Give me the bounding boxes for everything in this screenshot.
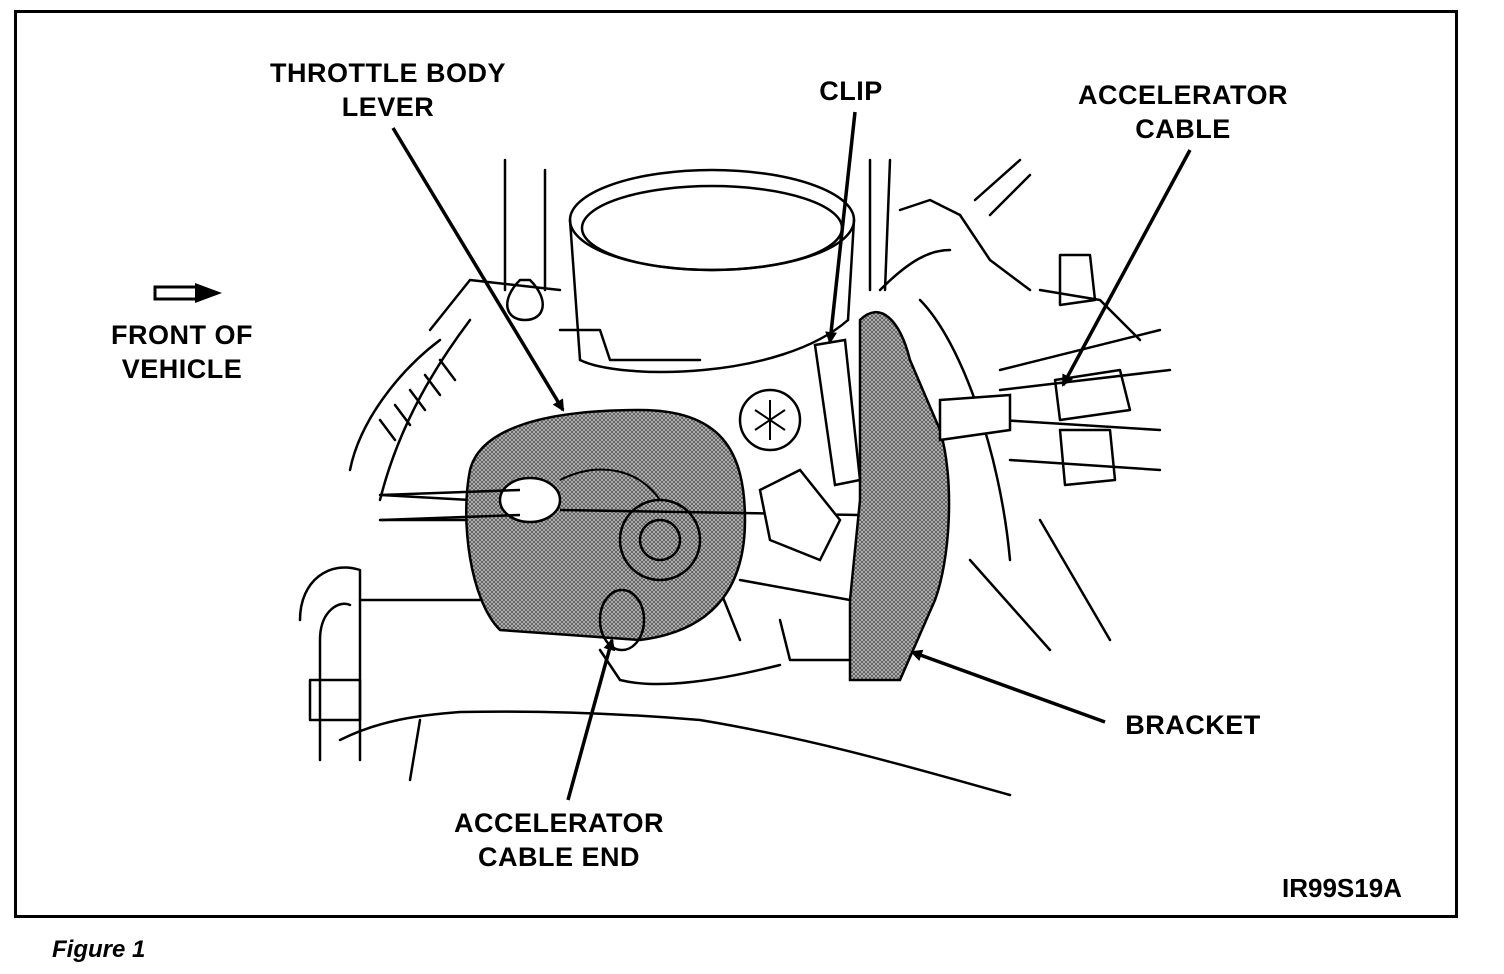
figure-code: IR99S19A <box>1282 873 1402 903</box>
accelerator-cable-end-label: ACCELERATOR CABLE END <box>453 808 664 872</box>
accelerator-cable-end-leader <box>566 638 616 801</box>
clip-leader <box>825 111 857 344</box>
clip-label: CLIP <box>819 76 883 106</box>
figure-caption: Figure 1 <box>52 936 146 963</box>
accelerator-cable-label: ACCELERATOR CABLE <box>1077 80 1288 144</box>
bracket-leader <box>910 649 1106 724</box>
bracket-label: BRACKET <box>1125 710 1261 740</box>
throttle-body-lever-leader <box>391 127 565 412</box>
diagram-frame <box>14 10 1458 918</box>
front-arrow-icon <box>153 283 222 303</box>
front-of-vehicle-label: FRONT OF VEHICLE <box>111 320 253 384</box>
accelerator-cable-leader <box>1061 149 1192 387</box>
throttle-body-lever-label: THROTTLE BODY LEVER <box>270 58 506 122</box>
